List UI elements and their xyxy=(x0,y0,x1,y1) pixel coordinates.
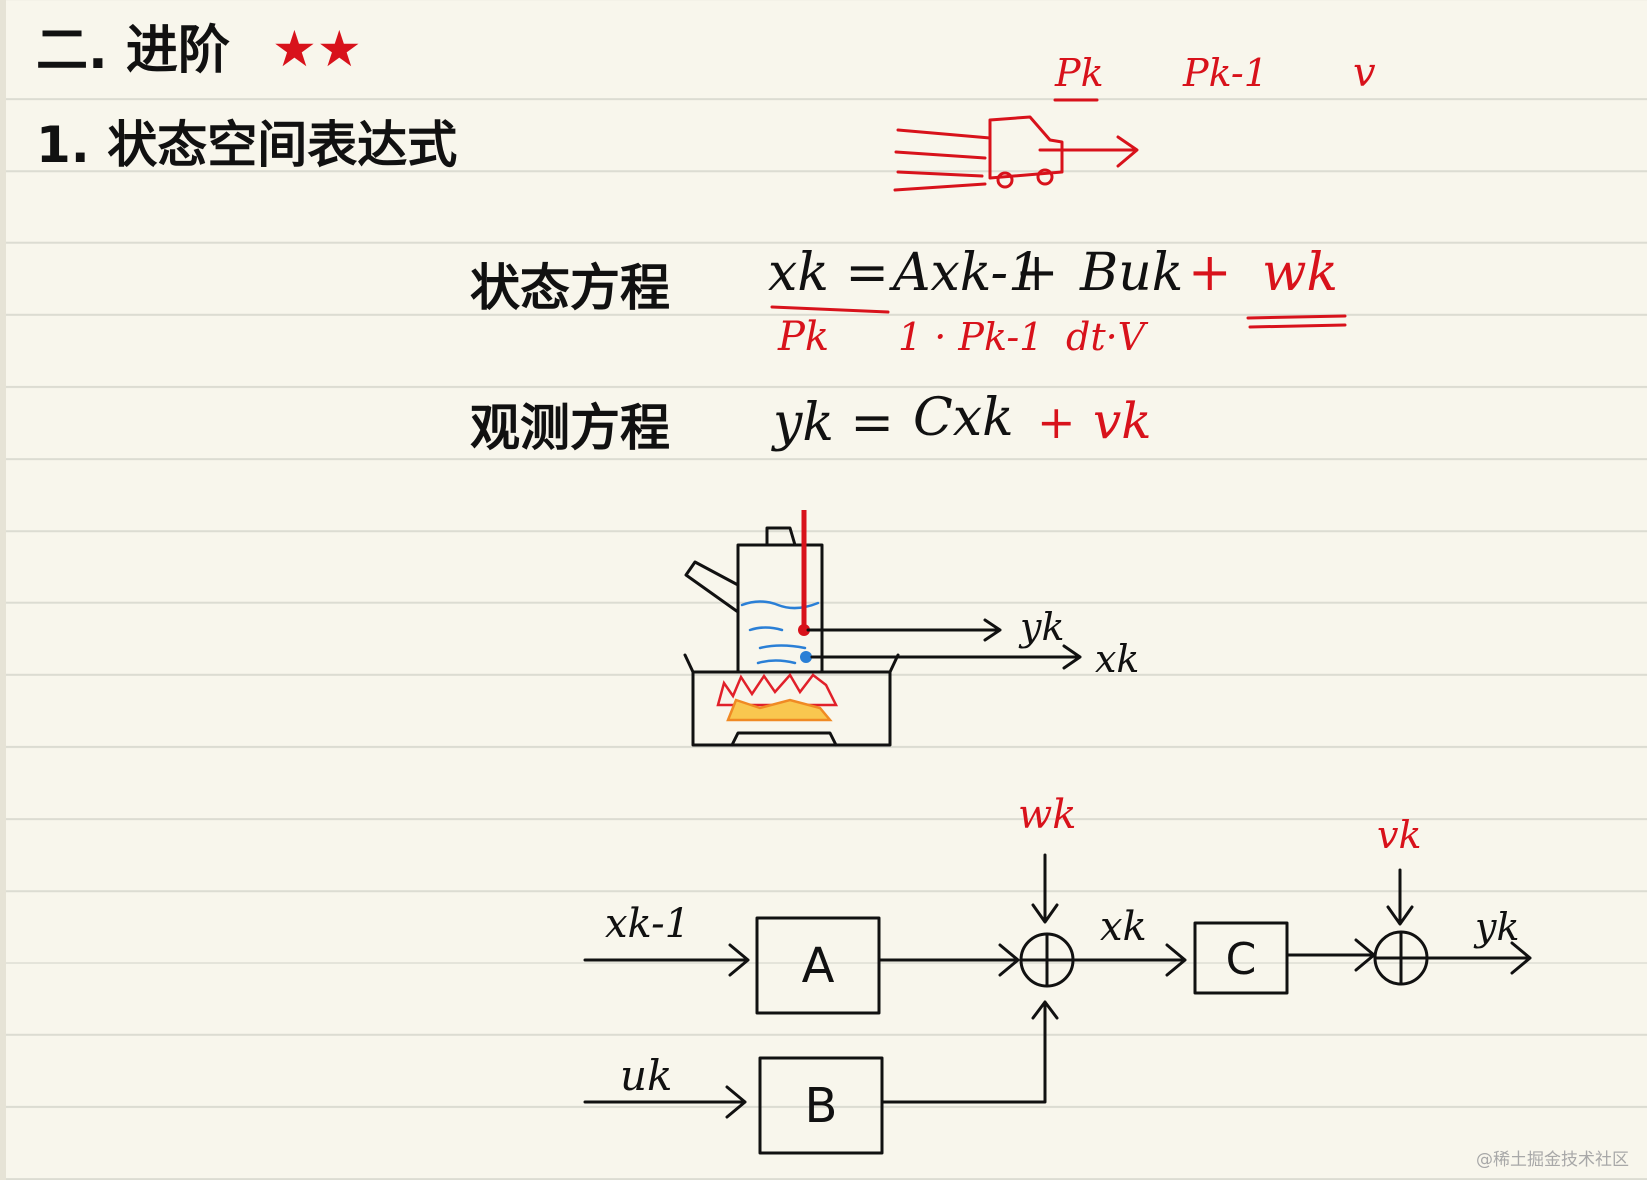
car-label-pk: Pk xyxy=(1054,51,1104,95)
kettle-spout xyxy=(684,560,740,614)
observation-noise-vk: vk xyxy=(1093,392,1152,450)
observation-lhs: yk = xyxy=(771,393,894,453)
block-b-label: B xyxy=(805,1078,838,1134)
b-to-sum1-arrow xyxy=(880,1000,1059,1104)
annot-dtv: dt·V xyxy=(1066,315,1149,359)
input-xk-1-arrow xyxy=(583,943,750,977)
noise-underline-2 xyxy=(1248,323,1347,329)
noise-underline-1 xyxy=(1246,314,1347,320)
car-velocity-arrow xyxy=(1038,135,1139,168)
water-sensor-dot xyxy=(800,651,812,663)
car-wheel-front xyxy=(1036,168,1054,186)
c-to-sum2-arrow xyxy=(1285,938,1376,972)
block-a-label: A xyxy=(802,938,835,994)
page-margin xyxy=(0,0,6,1180)
state-term-a: Axk-1 xyxy=(889,243,1041,303)
state-plus-2: + xyxy=(1188,243,1232,303)
block-c-label: C xyxy=(1226,934,1257,985)
block-a xyxy=(755,916,881,1015)
car-sketch: Pk Pk-1 v xyxy=(893,50,1376,192)
observation-equation: 观测方程 yk = Cxk + vk xyxy=(470,388,1152,457)
block-b xyxy=(758,1056,884,1155)
vk-arrow xyxy=(1386,868,1414,926)
difficulty-stars: ★★ xyxy=(272,20,362,78)
state-equation-lhs: xk = xyxy=(768,243,889,303)
block-diagram: xk-1 A uk B wk xk C xyxy=(583,792,1532,1155)
flame-inner xyxy=(726,698,833,722)
watermark: @稀土掘金技术社区 xyxy=(1476,1150,1629,1170)
output-yk-arrow xyxy=(1425,941,1532,975)
input-uk-arrow xyxy=(583,1085,747,1119)
state-equation-name: 状态方程 xyxy=(470,259,670,317)
input-xk-1-label: xk-1 xyxy=(605,901,690,947)
kettle-sketch: yk xk xyxy=(683,510,1139,747)
input-uk-label: uk xyxy=(620,1051,673,1100)
car-label-v: v xyxy=(1353,50,1376,96)
annot-pk: Pk xyxy=(777,314,829,360)
observation-term-c: Cxk xyxy=(913,388,1014,448)
burner-base xyxy=(730,731,838,747)
flame-outer xyxy=(716,672,839,707)
kettle-lid xyxy=(765,526,797,547)
state-term-b: Buk xyxy=(1079,243,1183,303)
noise-wk-label: wk xyxy=(1018,792,1076,838)
car-motion-lines xyxy=(893,128,992,192)
state-plus-1: + xyxy=(1015,243,1059,303)
summing-junction-2-cross xyxy=(1373,930,1429,986)
observation-plus: + xyxy=(1037,395,1076,449)
annot-pk-1: 1 · Pk-1 xyxy=(898,315,1043,359)
kettle-label-xk: xk xyxy=(1095,637,1139,681)
signal-xk-label: xk xyxy=(1100,904,1147,950)
noise-vk-label: vk xyxy=(1377,813,1422,857)
stove-body xyxy=(683,653,900,747)
state-noise-wk: wk xyxy=(1262,243,1338,303)
arrow-to-xk xyxy=(810,644,1082,670)
water-waves xyxy=(740,600,820,665)
state-lhs-underline xyxy=(770,305,890,314)
sum1-to-c-arrow xyxy=(1071,943,1187,977)
wk-arrow xyxy=(1031,853,1059,924)
car-wheel-rear xyxy=(996,171,1014,189)
summing-junction-1-cross xyxy=(1019,932,1075,988)
block-c xyxy=(1193,921,1289,995)
thermometer-bulb xyxy=(798,624,810,636)
car-body xyxy=(988,115,1064,180)
a-to-sum1-arrow xyxy=(877,943,1020,977)
section-heading: 二. 进阶 xyxy=(36,21,230,81)
arrow-to-yk xyxy=(806,618,1002,642)
observation-equation-name: 观测方程 xyxy=(470,399,670,457)
subsection-heading: 1. 状态空间表达式 xyxy=(36,116,457,174)
kettle-label-yk: yk xyxy=(1018,605,1065,649)
state-equation: 状态方程 xk = Axk-1 + Buk + wk Pk 1 · Pk-1 d… xyxy=(470,243,1347,360)
car-label-pk-1: Pk-1 xyxy=(1182,51,1268,95)
